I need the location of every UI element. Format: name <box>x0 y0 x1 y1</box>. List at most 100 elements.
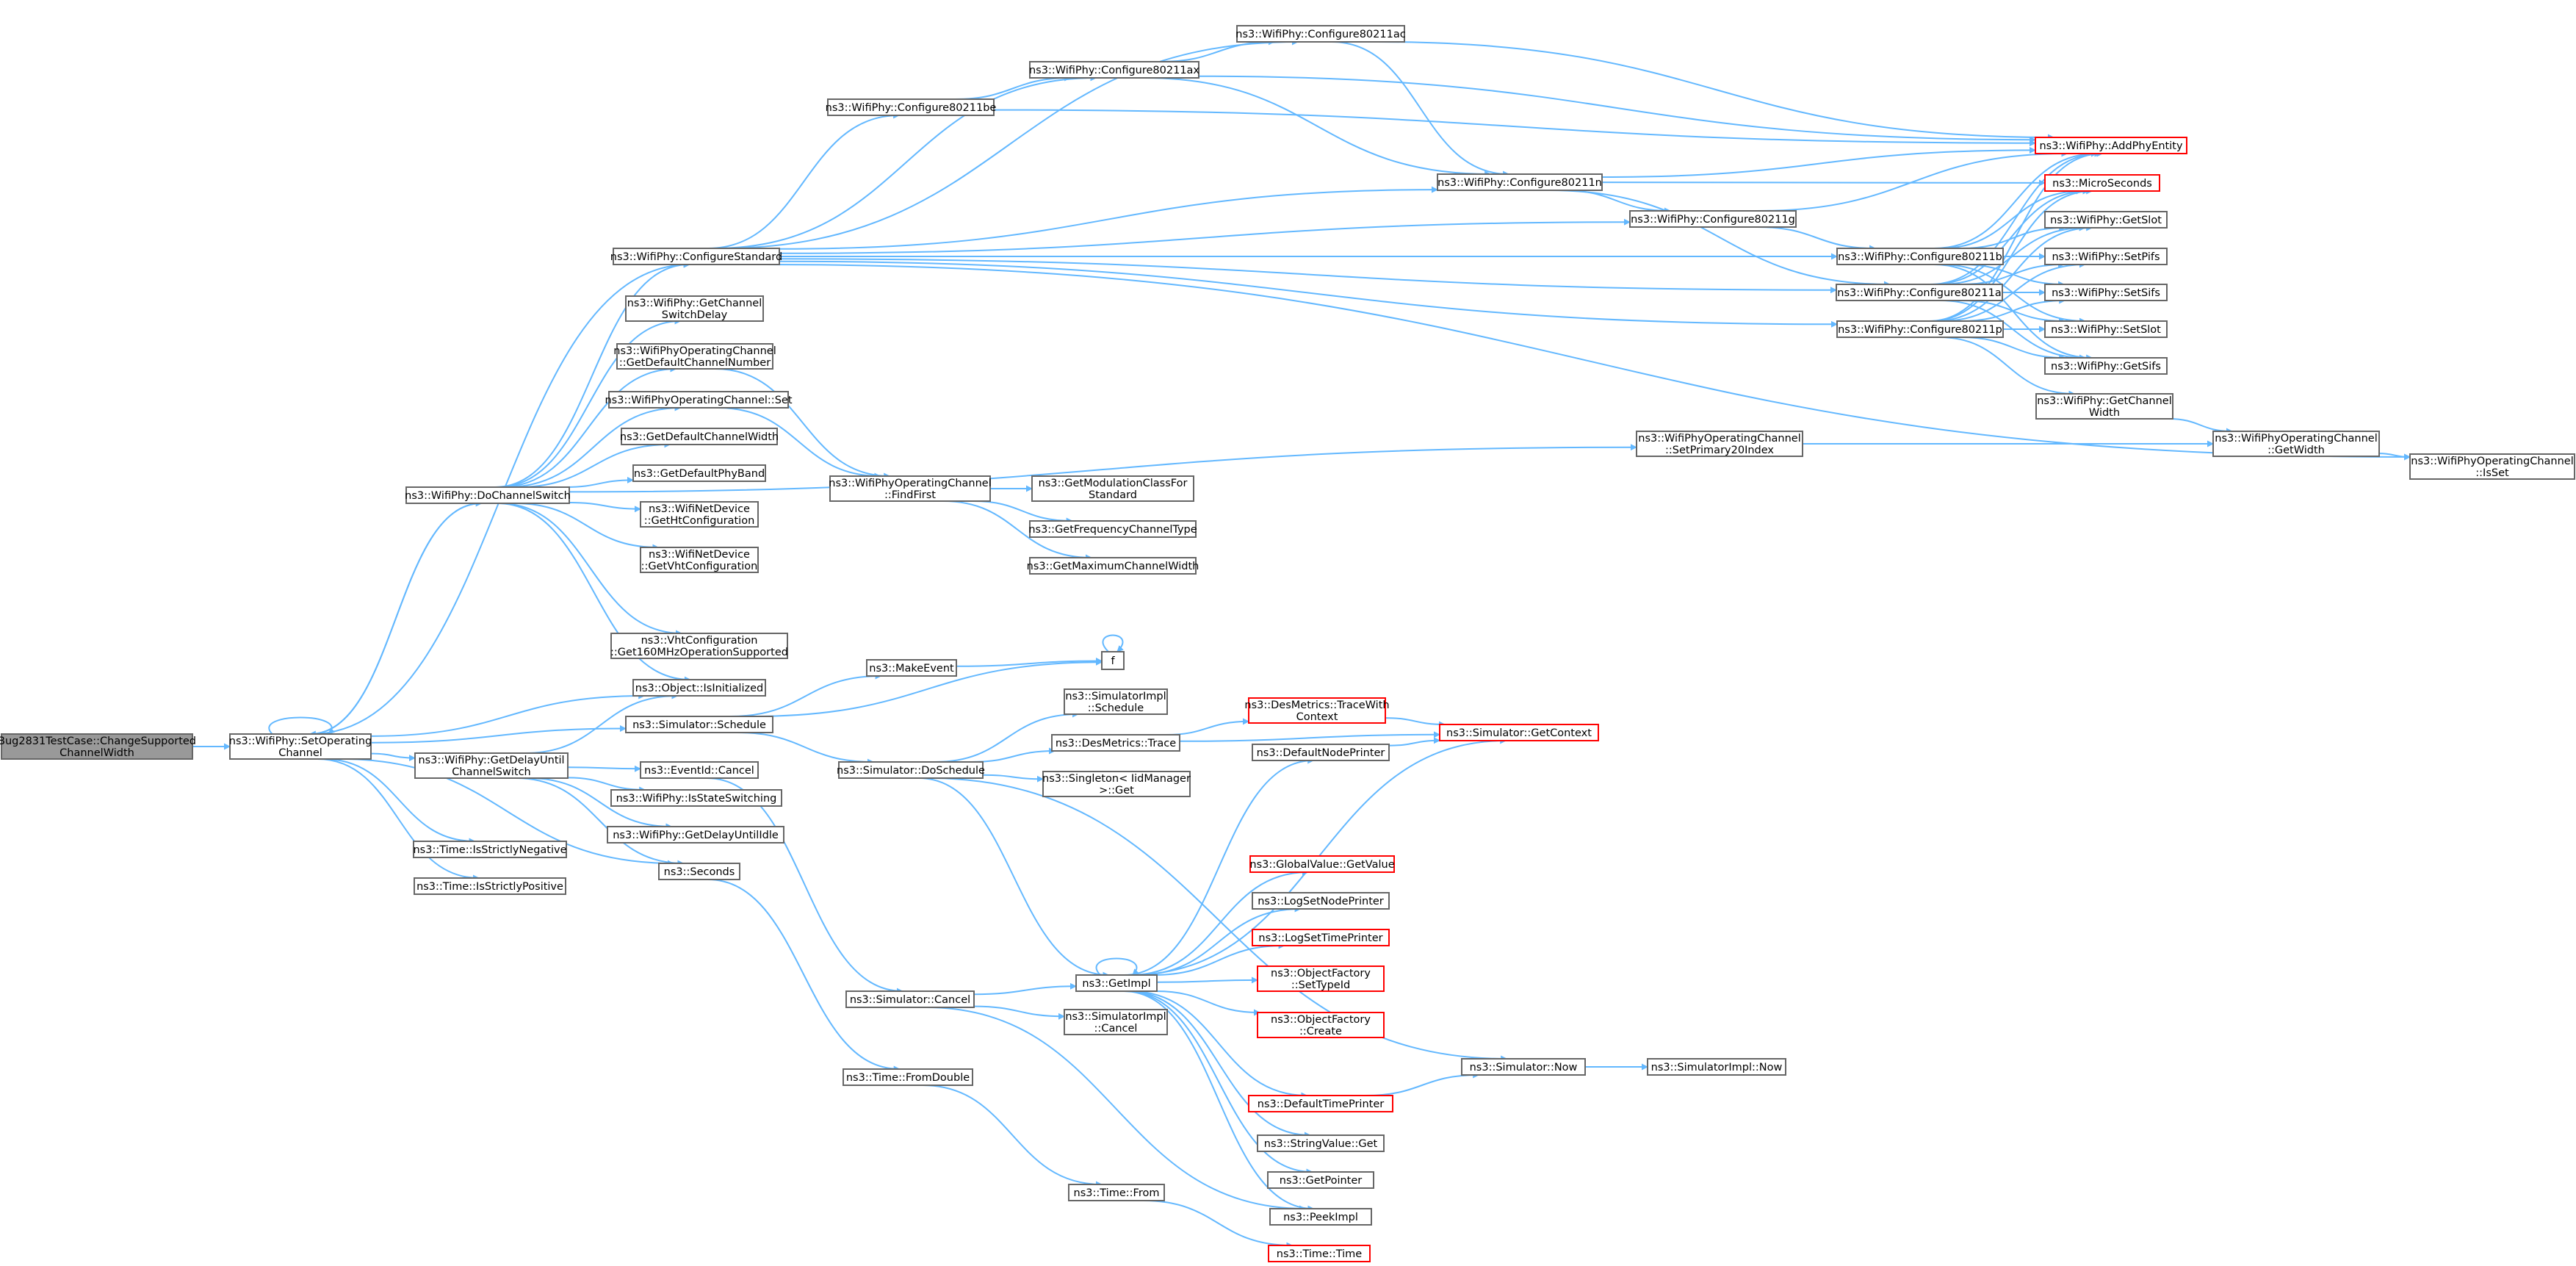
node-f[interactable]: f <box>1101 651 1125 670</box>
node-logsettime[interactable]: ns3::LogSetTimePrinter <box>1252 929 1390 946</box>
node-box <box>608 391 789 409</box>
call-edge-schedule-to-f <box>751 658 1103 717</box>
node-simnow[interactable]: ns3::Simulator::Now <box>1461 1058 1586 1076</box>
node-opchset[interactable]: ns3::WifiPhyOperatingChannel::Set <box>605 391 793 409</box>
node-singleton[interactable]: ns3::Singleton< IidManager >::Get <box>1042 771 1191 797</box>
node-fromdouble[interactable]: ns3::Time::FromDouble <box>843 1068 973 1086</box>
node-setpifs[interactable]: ns3::WifiPhy::SetPifs <box>2044 248 2168 265</box>
node-simcancel[interactable]: ns3::Simulator::Cancel <box>845 990 975 1008</box>
node-c80211n[interactable]: ns3::WifiPhy::Configure80211n <box>1437 173 1603 191</box>
node-configstd[interactable]: ns3::WifiPhy::ConfigureStandard <box>610 248 782 265</box>
call-edge-getdelay-to-isinit <box>524 692 679 754</box>
node-micro[interactable]: ns3::MicroSeconds <box>2044 174 2160 192</box>
node-vhtconf[interactable]: ns3::WifiNetDevice::GetVhtConfiguration <box>640 547 759 573</box>
call-edge-getimpl-to-logsettime <box>1152 942 1285 976</box>
node-globalval[interactable]: ns3::GlobalValue::GetValue <box>1249 855 1395 873</box>
node-box <box>1252 929 1390 946</box>
node-timefrom[interactable]: ns3::Time::From <box>1068 1184 1165 1201</box>
node-getdefchnum[interactable]: ns3::WifiPhyOperatingChannel::GetDefault… <box>613 343 776 370</box>
node-label-line: ns3::EventId::Cancel <box>644 765 754 777</box>
node-logsetnode[interactable]: ns3::LogSetNodePrinter <box>1252 892 1390 910</box>
node-box <box>632 679 766 697</box>
node-getslot[interactable]: ns3::WifiPhy::GetSlot <box>2044 211 2168 229</box>
node-seconds[interactable]: ns3::Seconds <box>658 863 740 880</box>
node-htconf[interactable]: ns3::WifiNetDevice::GetHtConfiguration <box>640 501 759 528</box>
node-box <box>613 248 780 265</box>
node-setsifs[interactable]: ns3::WifiPhy::SetSifs <box>2044 284 2168 301</box>
node-peekimpl[interactable]: ns3::PeekImpl <box>1269 1208 1372 1226</box>
call-edge-getdelay-to-seconds <box>516 777 685 867</box>
node-findfirst[interactable]: ns3::WifiPhyOperatingChannel::FindFirst <box>829 475 992 502</box>
node-getpointer[interactable]: ns3::GetPointer <box>1267 1171 1374 1189</box>
node-getfreqtype[interactable]: ns3::GetFrequencyChannelType <box>1028 520 1197 538</box>
node-c80211b[interactable]: ns3::WifiPhy::Configure80211b <box>1836 248 2004 265</box>
node-defnodeprinter[interactable]: ns3::DefaultNodePrinter <box>1252 744 1390 761</box>
node-vht160[interactable]: ns3::VhtConfiguration::Get160MHzOperatio… <box>610 633 788 659</box>
node-implschedule[interactable]: ns3::SimulatorImpl::Schedule <box>1064 688 1168 715</box>
node-box <box>845 990 975 1008</box>
node-timetime[interactable]: ns3::Time::Time <box>1268 1245 1371 1262</box>
node-label-line: ::GetDefaultChannelNumber <box>619 357 771 369</box>
node-setprim[interactable]: ns3::WifiPhyOperatingChannel::SetPrimary… <box>1636 431 1803 457</box>
node-c80211ax[interactable]: ns3::WifiPhy::Configure80211ax <box>1029 61 1199 79</box>
node-box <box>843 1068 973 1086</box>
node-c80211p[interactable]: ns3::WifiPhy::Configure80211p <box>1836 320 2004 338</box>
call-edge-configstd-to-c80211ac <box>718 38 1299 249</box>
node-label-line: ns3::ObjectFactory <box>1271 1014 1371 1026</box>
node-implnow[interactable]: ns3::SimulatorImpl::Now <box>1647 1058 1786 1076</box>
node-getdefchw[interactable]: ns3::GetDefaultChannelWidth <box>620 428 779 445</box>
call-edge-simcancel-to-implcancel <box>973 1005 1065 1020</box>
call-edge-defnodeprinter-to-getcontext <box>1388 737 1440 747</box>
node-docs[interactable]: ns3::WifiPhy::DoChannelSwitch <box>405 486 571 504</box>
node-label-line: ns3::Simulator::Schedule <box>632 719 766 731</box>
node-label-line: ns3::Simulator::Cancel <box>850 994 970 1006</box>
node-label-line: ns3::WifiPhy::Configure80211p <box>1838 324 2002 336</box>
call-edge-docs-to-htconf <box>569 502 641 513</box>
node-strget[interactable]: ns3::StringValue::Get <box>1257 1134 1385 1152</box>
node-getwidth[interactable]: ns3::WifiPhyOperatingChannel::GetWidth <box>2212 431 2380 457</box>
node-c80211g[interactable]: ns3::WifiPhy::Configure80211g <box>1629 210 1797 228</box>
node-isinit[interactable]: ns3::Object::IsInitialized <box>632 679 766 697</box>
node-isneg[interactable]: ns3::Time::IsStrictlyNegative <box>413 841 567 858</box>
node-box <box>414 877 566 895</box>
node-getdefband[interactable]: ns3::GetDefaultPhyBand <box>632 464 766 482</box>
node-getimpl[interactable]: ns3::GetImpl <box>1075 974 1158 992</box>
node-doschedule[interactable]: ns3::Simulator::DoSchedule <box>837 761 985 779</box>
node-getmaxchw[interactable]: ns3::GetMaximumChannelWidth <box>1027 557 1199 575</box>
call-edge-setop-to-ispos <box>317 758 480 882</box>
node-ofsettype[interactable]: ns3::ObjectFactory::SetTypeId <box>1257 965 1385 992</box>
node-makeevent[interactable]: ns3::MakeEvent <box>866 659 957 677</box>
node-addphy[interactable]: ns3::WifiPhy::AddPhyEntity <box>2035 137 2187 154</box>
node-label-line: ns3::WifiPhy::IsStateSwitching <box>616 793 777 805</box>
node-getcontext[interactable]: ns3::Simulator::GetContext <box>1439 724 1599 741</box>
node-desmtrace[interactable]: ns3::DesMetrics::Trace <box>1051 734 1180 752</box>
node-root[interactable]: Bug2831TestCase::ChangeSupportedChannelW… <box>0 733 196 760</box>
node-getsifs[interactable]: ns3::WifiPhy::GetSifs <box>2044 357 2168 375</box>
node-schedule[interactable]: ns3::Simulator::Schedule <box>625 716 773 733</box>
node-deftimeprinter[interactable]: ns3::DefaultTimePrinter <box>1248 1095 1393 1112</box>
node-ofcreate[interactable]: ns3::ObjectFactory::Create <box>1257 1012 1385 1038</box>
node-getdelayidle[interactable]: ns3::WifiPhy::GetDelayUntilIdle <box>607 826 784 844</box>
node-setslot[interactable]: ns3::WifiPhy::SetSlot <box>2044 320 2168 338</box>
node-evcancel[interactable]: ns3::EventId::Cancel <box>640 761 759 779</box>
call-edge-c80211p-to-getslot <box>1933 224 2093 322</box>
node-ispos[interactable]: ns3::Time::IsStrictlyPositive <box>414 877 566 895</box>
node-c80211be[interactable]: ns3::WifiPhy::Configure80211be <box>826 98 997 116</box>
node-isstatesw[interactable]: ns3::WifiPhy::IsStateSwitching <box>610 789 782 807</box>
call-edge-c80211p-to-getchw <box>1939 337 2076 398</box>
node-label-line: ns3::WifiPhyOperatingChannel <box>1638 433 1800 445</box>
node-implcancel[interactable]: ns3::SimulatorImpl::Cancel <box>1064 1009 1168 1035</box>
node-box <box>2044 357 2168 375</box>
call-edge-configstd-to-c80211g <box>779 218 1631 254</box>
node-c80211ac[interactable]: ns3::WifiPhy::Configure80211ac <box>1235 25 1406 43</box>
node-c80211a[interactable]: ns3::WifiPhy::Configure80211a <box>1836 284 2003 301</box>
node-box <box>1269 1208 1372 1226</box>
node-box <box>1257 965 1385 992</box>
node-isset[interactable]: ns3::WifiPhyOperatingChannel::IsSet <box>2409 453 2575 480</box>
